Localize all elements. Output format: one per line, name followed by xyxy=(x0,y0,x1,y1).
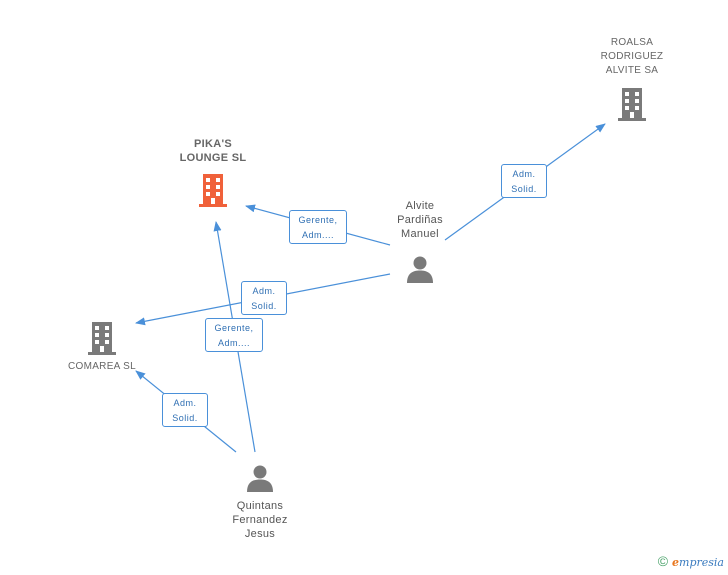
node-label-alvite[interactable]: Alvite Pardiñas Manuel xyxy=(397,200,443,240)
edge-label-alvite-pikas[interactable]: Gerente, Adm.... xyxy=(289,210,347,244)
brand-logo: empresia xyxy=(672,556,724,569)
footer-brand[interactable]: ©empresia xyxy=(658,553,724,569)
building-icon[interactable] xyxy=(197,172,229,208)
node-label-roalsa[interactable]: ROALSA RODRIGUEZ ALVITE SA xyxy=(600,37,664,76)
person-icon[interactable] xyxy=(405,254,435,284)
person-icon[interactable] xyxy=(245,463,275,493)
node-label-quintans[interactable]: Quintans Fernandez Jesus xyxy=(232,500,288,540)
edge-label-quintans-comarea[interactable]: Adm. Solid. xyxy=(162,393,208,427)
building-icon[interactable] xyxy=(616,86,648,122)
node-label-comarea[interactable]: COMAREA SL xyxy=(67,361,137,372)
edge-label-alvite-comarea[interactable]: Adm. Solid. xyxy=(241,281,287,315)
edge-label-quintans-pikas[interactable]: Gerente, Adm.... xyxy=(205,318,263,352)
edge-label-alvite-roalsa[interactable]: Adm. Solid. xyxy=(501,164,547,198)
node-label-pikas-lounge[interactable]: PIKA'S LOUNGE SL xyxy=(179,138,247,164)
building-icon[interactable] xyxy=(86,320,118,356)
copyright-icon: © xyxy=(657,553,669,569)
